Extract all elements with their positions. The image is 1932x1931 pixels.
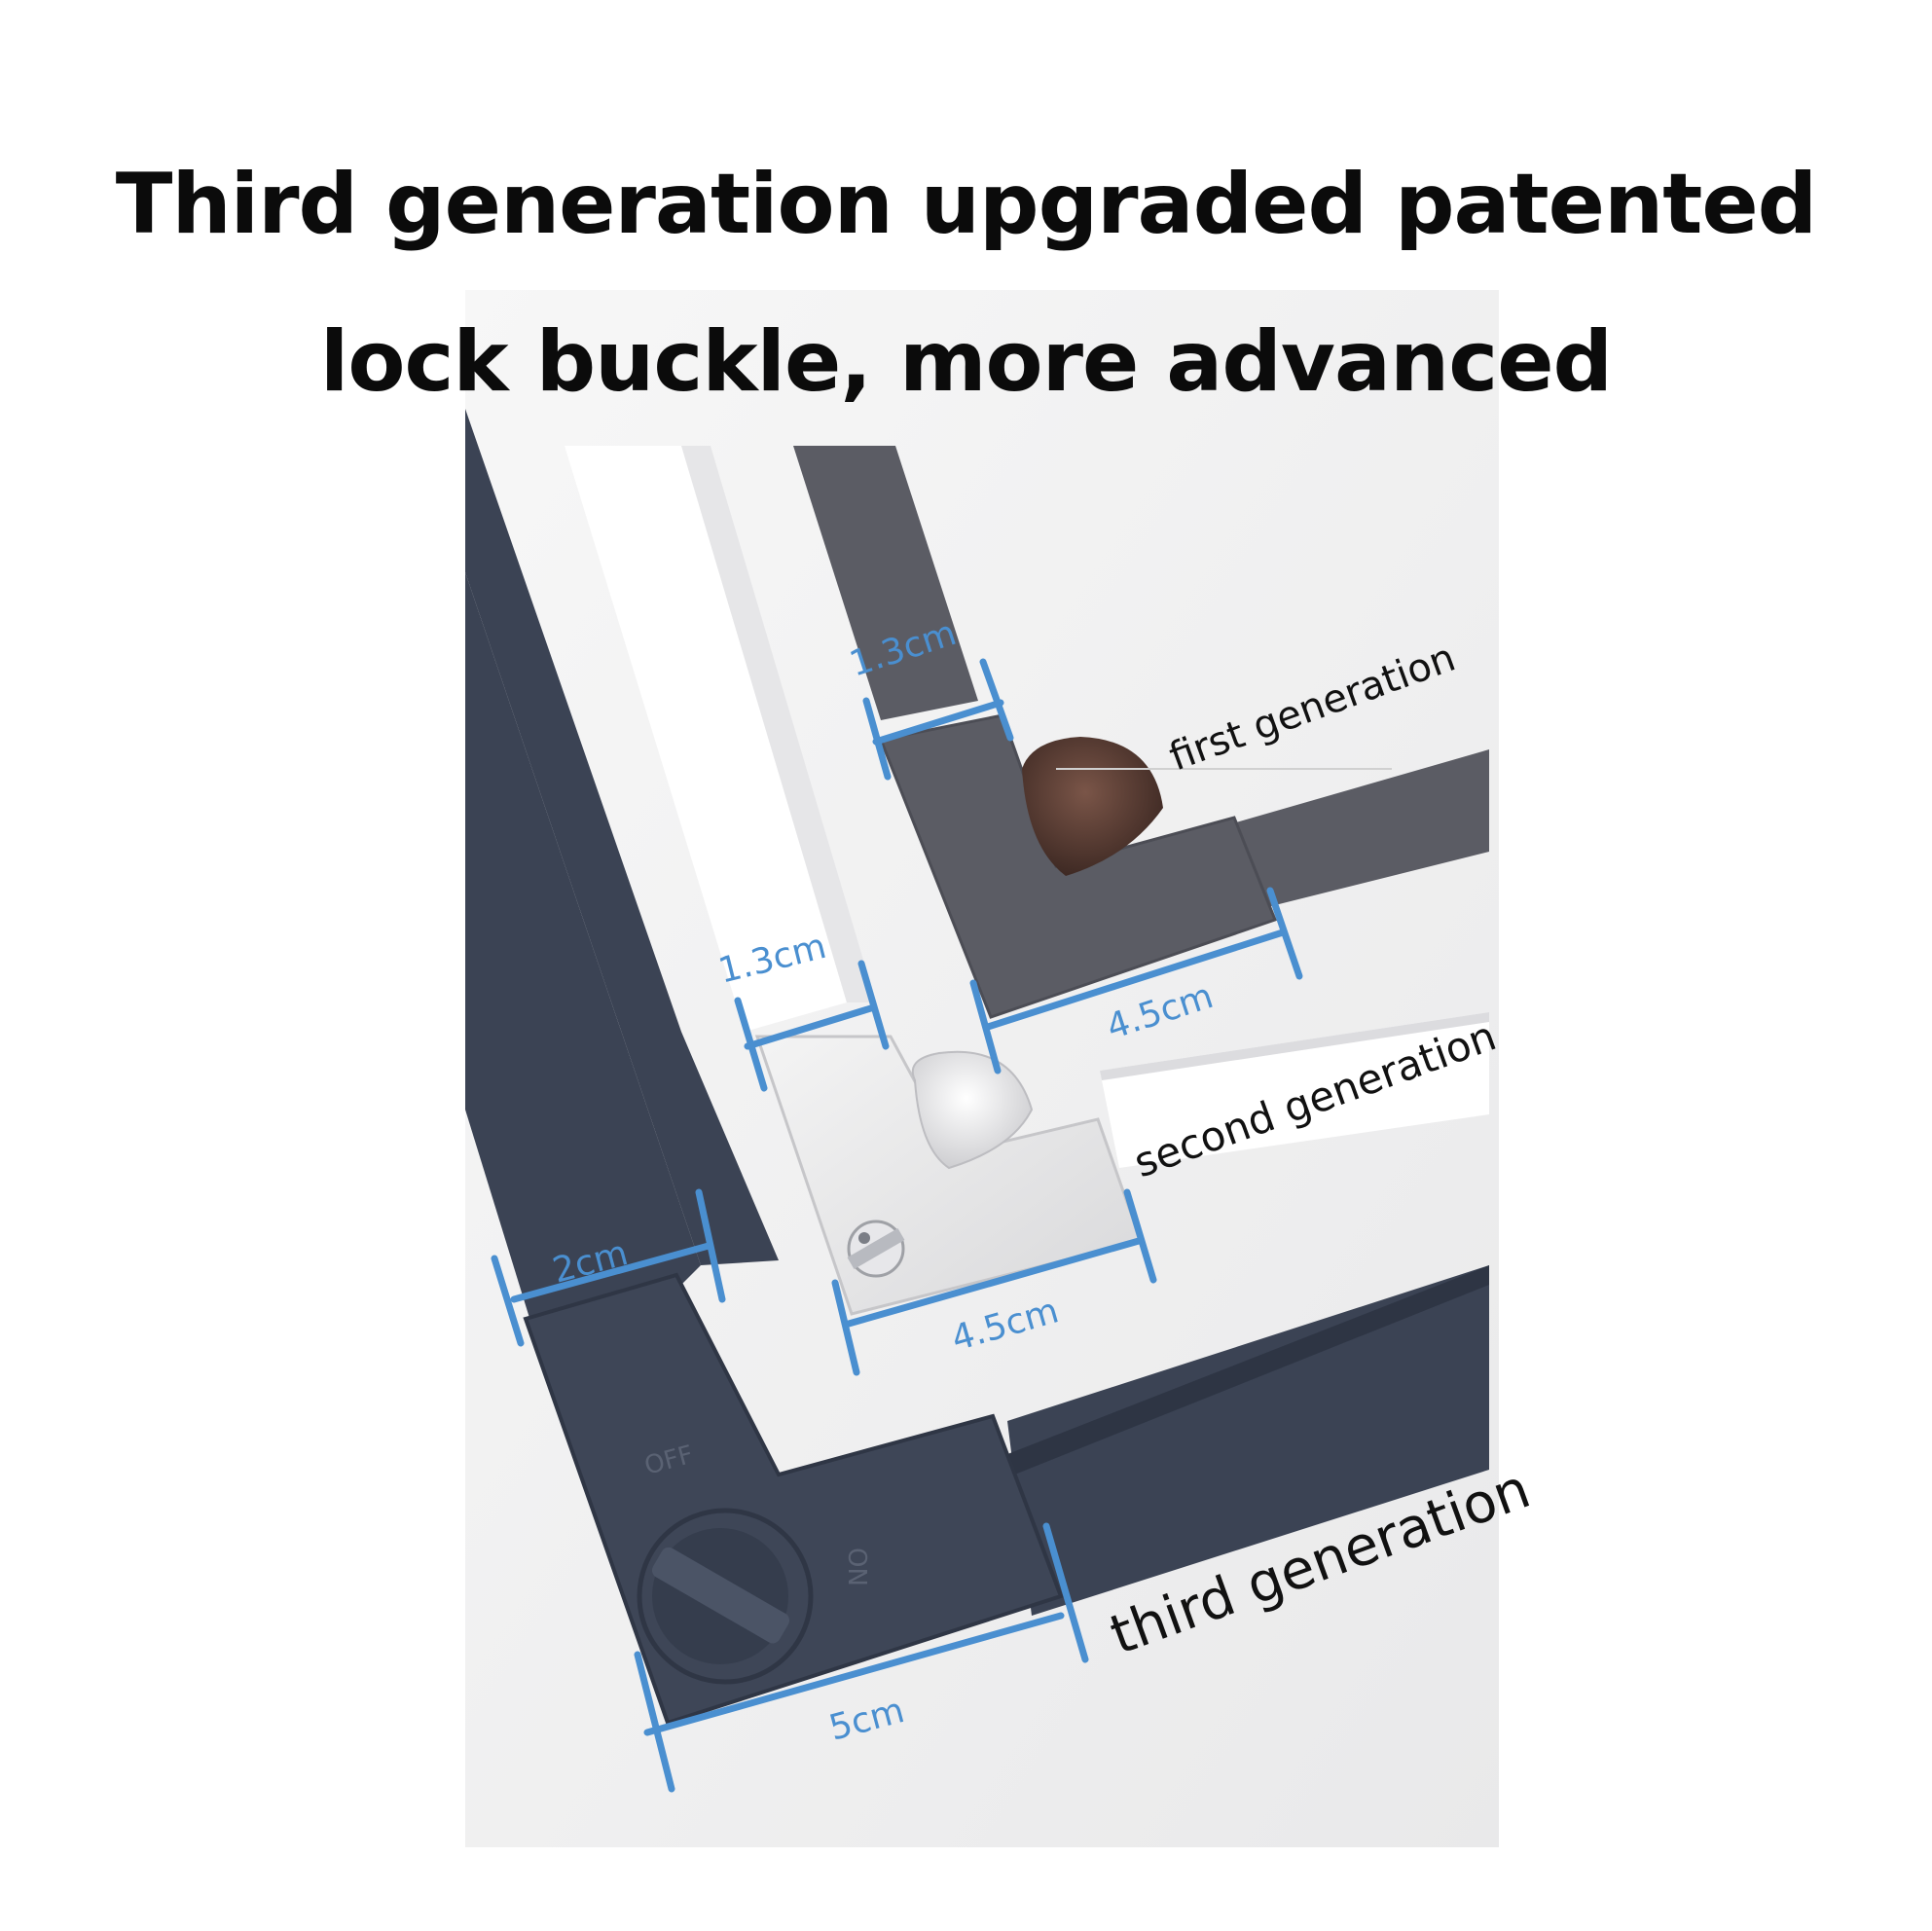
second-generation-screw: [847, 1220, 905, 1278]
dim-line-third-length: [643, 1612, 1065, 1736]
third-generation-frame: [465, 409, 1489, 1616]
dim-line-third-width: [510, 1242, 712, 1303]
first-generation-frame: [793, 446, 1489, 910]
second-generation-pad: [911, 1050, 1034, 1170]
headline-line-2: lock buckle, more advanced: [319, 313, 1613, 411]
first-generation-pad: [1022, 737, 1163, 876]
headline-line-1: Third generation upgraded patented: [115, 156, 1817, 253]
second-generation-corner: [754, 1035, 1143, 1316]
second-generation-frame: [565, 446, 1489, 1168]
dim-line-second-length: [845, 1237, 1143, 1328]
dimension-lines: [491, 658, 1303, 1793]
dim-line-first-length: [984, 929, 1287, 1031]
third-generation-corner: OFF ON: [523, 1272, 1064, 1726]
dim-line-second-width: [744, 1003, 878, 1050]
third-generation-knob-slot: [651, 1547, 790, 1644]
third-generation-knob-ring: [637, 1508, 814, 1685]
dim-line-first-width: [872, 699, 1004, 746]
knob-on-label: ON: [842, 1548, 871, 1586]
